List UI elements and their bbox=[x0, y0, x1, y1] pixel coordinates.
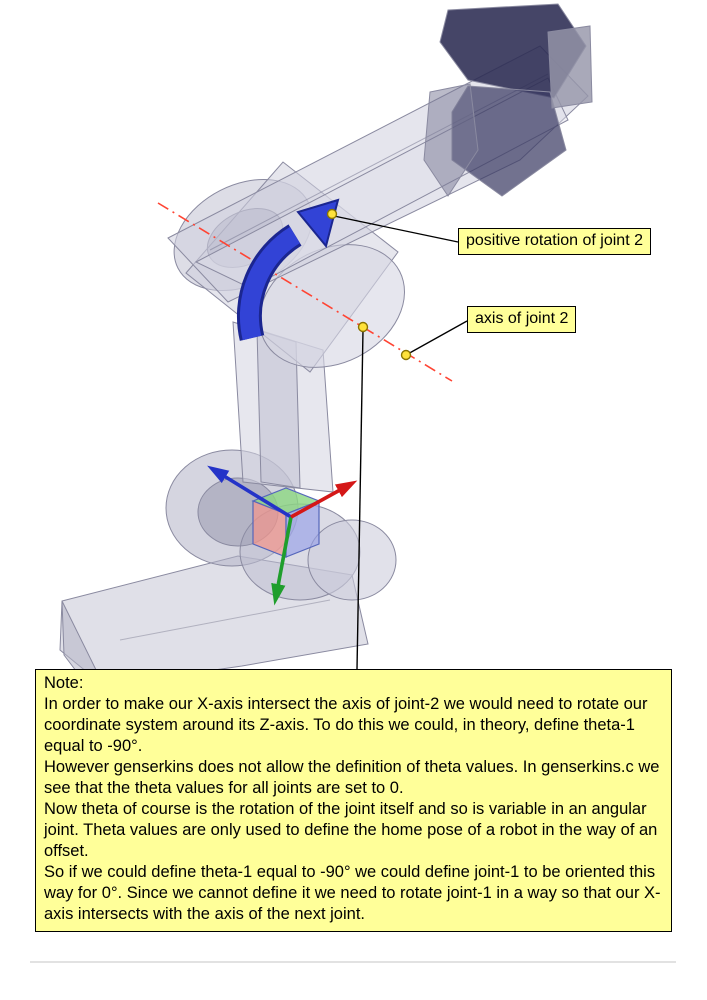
y-axis-arrow bbox=[271, 516, 293, 606]
note-paragraph: So if we could define theta-1 equal to -… bbox=[44, 863, 661, 923]
x-axis-arrow bbox=[290, 480, 358, 519]
marker-dot bbox=[326, 208, 338, 220]
callout-positive-rotation-label: positive rotation of joint 2 bbox=[458, 228, 651, 255]
callout-line-positive-rotation bbox=[333, 215, 459, 243]
note-paragraph: Now theta of course is the rotation of t… bbox=[44, 800, 658, 860]
note-paragraph: However genserkins does not allow the de… bbox=[44, 758, 660, 797]
joint2-axis-line bbox=[157, 202, 453, 382]
coordinate-frame bbox=[207, 465, 358, 606]
callout-line-axis bbox=[405, 320, 468, 356]
marker-dot bbox=[400, 349, 412, 361]
axis-marker-dots bbox=[326, 208, 412, 361]
callout-axis-label: axis of joint 2 bbox=[467, 306, 577, 333]
axis-to-note-line bbox=[356, 329, 364, 670]
note-box: Note: In order to make our X-axis inters… bbox=[35, 669, 672, 932]
robot-arm-body bbox=[59, 3, 593, 701]
note-paragraph: In order to make our X-axis intersect th… bbox=[44, 695, 648, 755]
marker-dot bbox=[357, 321, 369, 333]
z-axis-arrow bbox=[207, 465, 292, 519]
note-title: Note: bbox=[44, 674, 84, 692]
